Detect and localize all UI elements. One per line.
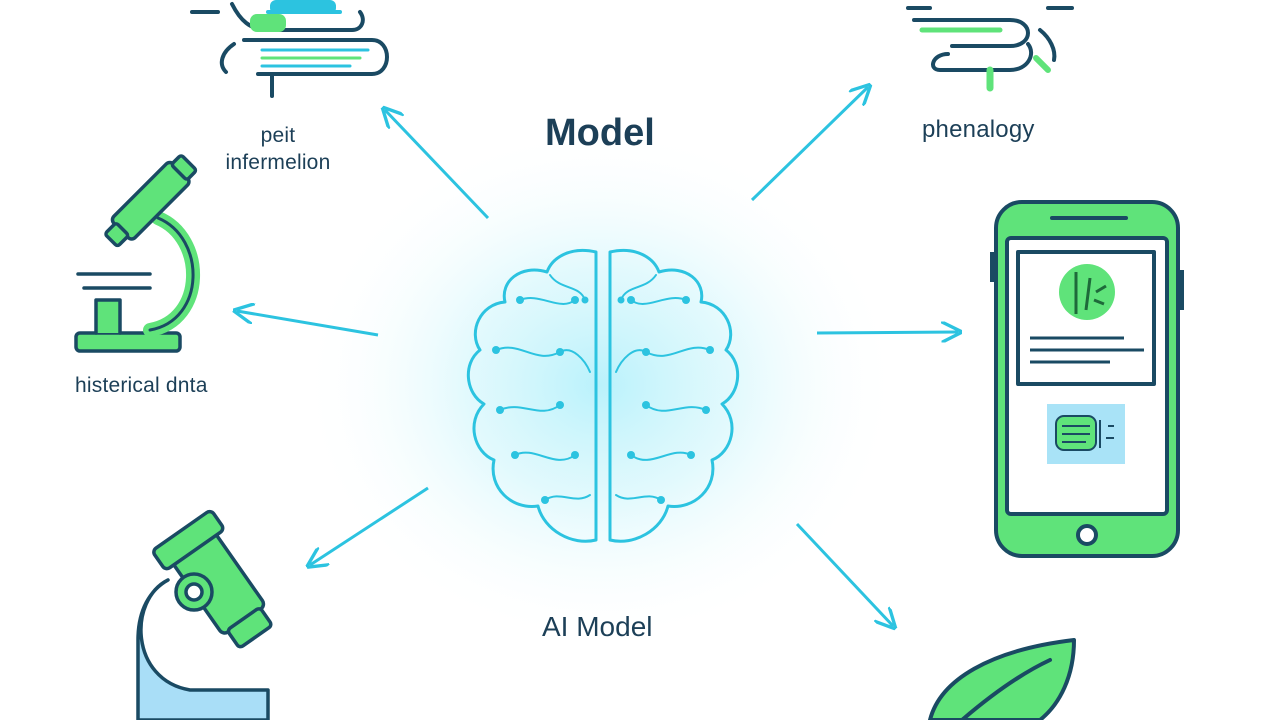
- leaf-icon: [928, 638, 1076, 720]
- arrow-to-microscope: [310, 486, 429, 565]
- microscope-icon: [136, 509, 273, 720]
- brain-icon: [466, 249, 740, 543]
- arrow-to-pest-info: [385, 110, 490, 220]
- smartphone-icon: [990, 200, 1184, 558]
- center-caption: AI Model: [542, 611, 653, 642]
- satellite-icon: [190, 0, 389, 98]
- pest-info-label: peit infermelion: [218, 122, 338, 176]
- arrow-to-leaf: [795, 522, 893, 626]
- historical-data-label: histerical dnta: [75, 374, 208, 397]
- center-title: Model: [545, 112, 655, 154]
- phenology-label: phenalogy: [922, 116, 1035, 143]
- arrow-to-phenology: [750, 87, 868, 202]
- pest-info-label-line1: peit: [260, 124, 296, 147]
- arrows: [237, 87, 958, 626]
- weather-icon: [906, 6, 1074, 92]
- brain-glow: [300, 125, 900, 645]
- pest-info-label-line2: infermelion: [225, 151, 331, 174]
- microscope-icon: [74, 154, 200, 353]
- arrow-to-phone: [816, 332, 958, 333]
- arrow-to-historical: [237, 311, 379, 337]
